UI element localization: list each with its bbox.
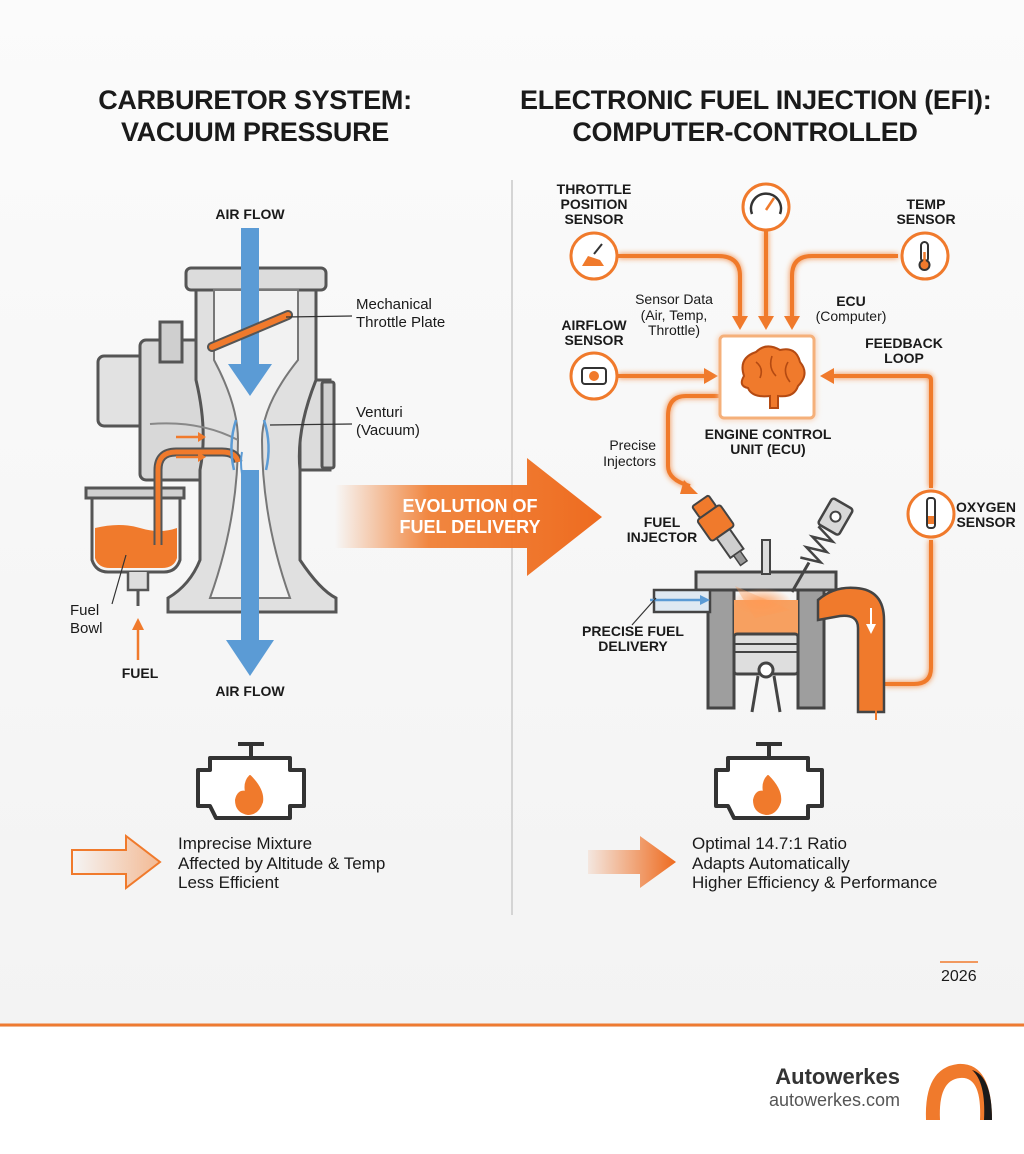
oxygen-label-line2: SENSOR xyxy=(956,514,1016,530)
air-flow-bottom-label: AIR FLOW xyxy=(215,683,285,699)
tps-label-line1: THROTTLE xyxy=(556,181,632,197)
airflow-sensor-label: AIRFLOW SENSOR xyxy=(554,318,634,348)
precise-injectors-label: Precise Injectors xyxy=(572,437,656,469)
throttle-plate-label: Mechanical Throttle Plate xyxy=(356,296,445,332)
ecu-label: ECU (Computer) xyxy=(806,294,896,324)
airflow-sensor-icon xyxy=(569,351,619,401)
diagram-graphics xyxy=(0,180,1024,1027)
venturi-label: Venturi (Vacuum) xyxy=(356,404,420,440)
efi-illustration xyxy=(569,182,956,720)
efi-title-line1: ELECTRONIC FUEL INJECTION (EFI): xyxy=(520,85,992,115)
throttle-position-sensor-label: THROTTLE POSITION SENSOR xyxy=(544,182,644,227)
fuel-label: FUEL xyxy=(121,665,159,681)
right-result-arrow xyxy=(588,836,676,888)
footer xyxy=(0,1027,1024,1154)
feedback-loop-label: FEEDBACK LOOP xyxy=(862,336,946,366)
carburetor-note-2: Affected by Altitude & Temp xyxy=(178,853,386,873)
injectors-label-line2: Injectors xyxy=(603,453,656,469)
sensor-data-line2: (Air, Temp, xyxy=(640,306,708,323)
tps-label-line2: POSITION xyxy=(560,196,628,212)
fuel-injector-label: FUEL INJECTOR xyxy=(620,515,704,545)
temp-label-line1: TEMP xyxy=(906,196,946,212)
brand-url[interactable]: autowerkes.com xyxy=(768,1090,900,1110)
check-engine-icon-right xyxy=(714,742,824,820)
efi-title: ELECTRONIC FUEL INJECTION (EFI): COMPUTE… xyxy=(520,84,992,148)
left-result-arrow xyxy=(71,833,162,891)
delivery-label-line2: DELIVERY xyxy=(598,638,668,654)
fuel-bowl-label: Fuel Bowl xyxy=(70,602,103,638)
check-engine-icon-left xyxy=(196,742,306,820)
carburetor-illustration xyxy=(84,228,353,676)
oxygen-sensor-icon xyxy=(906,489,956,539)
efi-note-2: Adapts Automatically xyxy=(692,853,850,873)
oxygen-sensor-label: OXYGEN SENSOR xyxy=(948,500,1024,530)
airflow-label-line1: AIRFLOW xyxy=(561,317,627,333)
feedback-label-line1: FEEDBACK xyxy=(865,335,943,351)
evolution-arrow xyxy=(335,458,602,576)
venturi-label-line1: Venturi xyxy=(356,404,403,421)
carburetor-notes: Imprecise Mixture Affected by Altitude &… xyxy=(178,834,385,893)
injector-label-line1: FUEL xyxy=(643,514,681,530)
air-flow-top-label: AIR FLOW xyxy=(215,206,285,222)
tps-label-line3: SENSOR xyxy=(564,211,624,227)
carburetor-title-line1: CARBURETOR SYSTEM: xyxy=(98,85,412,115)
feedback-label-line2: LOOP xyxy=(884,350,924,366)
ecu-label-line1: ECU xyxy=(836,293,866,309)
fuel-bowl-label-line1: Fuel xyxy=(70,602,100,619)
evolution-label-line2: FUEL DELIVERY xyxy=(399,517,541,537)
engine-control-unit-label: ENGINE CONTROL UNIT (ECU) xyxy=(700,427,836,457)
throttle-position-sensor-icon xyxy=(569,231,619,281)
sensor-data-line3: Throttle) xyxy=(647,322,701,338)
fuel-injector-icon xyxy=(691,494,749,567)
sensor-data-line1: Sensor Data xyxy=(635,291,713,307)
injector-label-line2: INJECTOR xyxy=(626,529,698,545)
airflow-label-line2: SENSOR xyxy=(564,332,624,348)
oxygen-label-line1: OXYGEN xyxy=(956,499,1016,515)
efi-title-line2: COMPUTER-CONTROLLED xyxy=(572,117,918,147)
fuel-bowl-label-line2: Bowl xyxy=(70,620,103,637)
evolution-label-line1: EVOLUTION OF xyxy=(402,496,538,516)
temp-label-line2: SENSOR xyxy=(896,211,956,227)
ecu-full-label-line1: ENGINE CONTROL xyxy=(704,426,832,442)
carburetor-title-line2: VACUUM PRESSURE xyxy=(120,117,390,147)
engine-cutaway xyxy=(652,494,886,720)
carburetor-title: CARBURETOR SYSTEM: VACUUM PRESSURE xyxy=(60,84,450,148)
throttle-plate-label-line2: Throttle Plate xyxy=(356,314,446,331)
carburetor-note-1: Imprecise Mixture xyxy=(178,834,313,853)
brand-name: Autowerkes xyxy=(775,1064,900,1089)
venturi-label-line2: (Vacuum) xyxy=(356,422,420,439)
year-label: 2026 xyxy=(941,968,977,985)
ecu-full-label-line2: UNIT (ECU) xyxy=(730,441,806,457)
efi-note-3: Higher Efficiency & Performance xyxy=(692,873,938,892)
temp-sensor-label: TEMP SENSOR xyxy=(886,197,966,227)
carburetor-note-3: Less Efficient xyxy=(178,873,279,892)
evolution-label: EVOLUTION OF FUEL DELIVERY xyxy=(380,496,560,538)
brain-icon xyxy=(740,345,806,409)
efi-note-1: Optimal 14.7:1 Ratio xyxy=(692,834,847,853)
sensor-data-label: Sensor Data (Air, Temp, Throttle) xyxy=(624,291,724,339)
efi-notes: Optimal 14.7:1 Ratio Adapts Automaticall… xyxy=(692,834,937,893)
ecu-label-line2: (Computer) xyxy=(815,308,887,324)
delivery-label-line1: PRECISE FUEL xyxy=(582,623,684,639)
precise-fuel-delivery-label: PRECISE FUEL DELIVERY xyxy=(570,624,696,654)
gauge-icon xyxy=(741,182,791,232)
throttle-plate-label-line1: Mechanical xyxy=(356,296,432,313)
temp-sensor-icon xyxy=(900,231,950,281)
injectors-label-line1: Precise xyxy=(609,437,656,453)
